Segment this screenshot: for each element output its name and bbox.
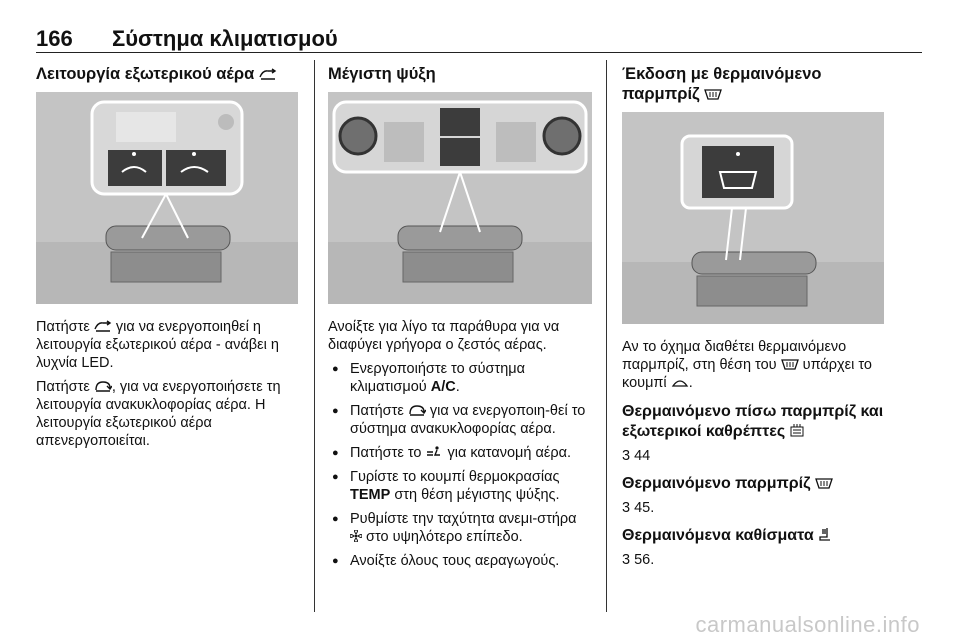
section-heading-outside-air: Λειτουργία εξωτερικού αέρα [36, 64, 298, 84]
console-illustration [328, 92, 592, 304]
reference-page-56[interactable]: 3 56. [622, 552, 655, 568]
list-item: Ενεργοποιήστε το σύστημα κλιματισμού A/C… [328, 360, 592, 396]
list-item: Ρυθμίστε την ταχύτητα ανεμι-στήρα στο υψ… [328, 510, 592, 546]
heated-seat-icon [819, 528, 831, 541]
section-heading-heated-windscreen: Έκδοση με θερμαινόμενο παρμπρίζ [622, 65, 822, 103]
recirculation-icon [95, 381, 112, 392]
console-image-heated-windscreen [622, 112, 884, 324]
page-number: 166 [36, 26, 73, 51]
paragraph-recirculation: Πατήστε , για να ενεργοποιήσετε τη λειτο… [36, 379, 281, 449]
list-item: Γυρίστε το κουμπί θερμοκρασίας TEMP στη … [328, 468, 592, 504]
heated-windscreen-icon [704, 89, 723, 100]
fan-icon [350, 530, 362, 542]
air-distribution-icon [427, 446, 441, 456]
column-outside-air: Λειτουργία εξωτερικού αέρα Πατήστε για ν… [36, 64, 298, 456]
list-item: Πατήστε για να ενεργοποιη-θεί το σύστημα… [328, 402, 592, 438]
list-item: Πατήστε το για κατανομή αέρα. [328, 444, 592, 462]
console-image-max-cooling [328, 92, 592, 304]
paragraph-heated-windscreen: Αν το όχημα διαθέτει θερμαινόμενο παρμπρ… [622, 339, 872, 391]
subheading-heated-windscreen: Θερμαινόμενο παρμπρίζ [622, 474, 888, 494]
heated-windscreen-icon [780, 359, 799, 370]
console-illustration [36, 92, 298, 304]
defrost-icon [671, 380, 688, 387]
outside-air-icon [259, 68, 277, 80]
paragraph-outside-air-on: Πατήστε για να ενεργοποιηθεί η λειτουργί… [36, 319, 279, 371]
section-heading-max-cooling: Μέγιστη ψύξη [328, 65, 436, 83]
console-image-outside-air [36, 92, 298, 304]
page-ref-icon: 3 [622, 448, 631, 464]
heated-windscreen-icon [815, 478, 833, 489]
column-heated-windscreen: Έκδοση με θερμαινόμενο παρμπρίζ Αν το όχ… [622, 64, 888, 576]
outside-air-icon [94, 320, 112, 332]
paragraph-intro: Ανοίξτε για λίγο τα παράθυρα για να διαφ… [328, 319, 560, 353]
page-header: 166 Σύστημα κλιματισμού [36, 26, 922, 52]
column-max-cooling: Μέγιστη ψύξη Ανοίξτε για λίγο τα παράθυρ… [328, 64, 592, 576]
page-ref-icon: 3 [622, 500, 631, 516]
subheading-heated-seats: Θερμαινόμενα καθίσματα [622, 526, 888, 546]
reference-page-44[interactable]: 3 44 [622, 448, 651, 464]
subheading-rear-window: Θερμαινόμενο πίσω παρμπρίζ και εξωτερικο… [622, 403, 884, 440]
steps-list: Ενεργοποιήστε το σύστημα κλιματισμού A/C… [328, 360, 592, 570]
watermark: carmanualsonline.info [695, 612, 920, 637]
page-ref-icon: 3 [622, 552, 631, 568]
recirculation-icon [409, 405, 426, 416]
reference-page-45[interactable]: 3 45. [622, 500, 655, 516]
header-rule [36, 52, 922, 53]
console-illustration [622, 112, 884, 324]
column-divider-2 [606, 60, 607, 612]
chapter-title: Σύστημα κλιματισμού [112, 26, 338, 51]
column-divider-1 [314, 60, 315, 612]
heated-rear-window-icon [790, 424, 804, 437]
list-item: Ανοίξτε όλους τους αεραγωγούς. [328, 552, 592, 570]
